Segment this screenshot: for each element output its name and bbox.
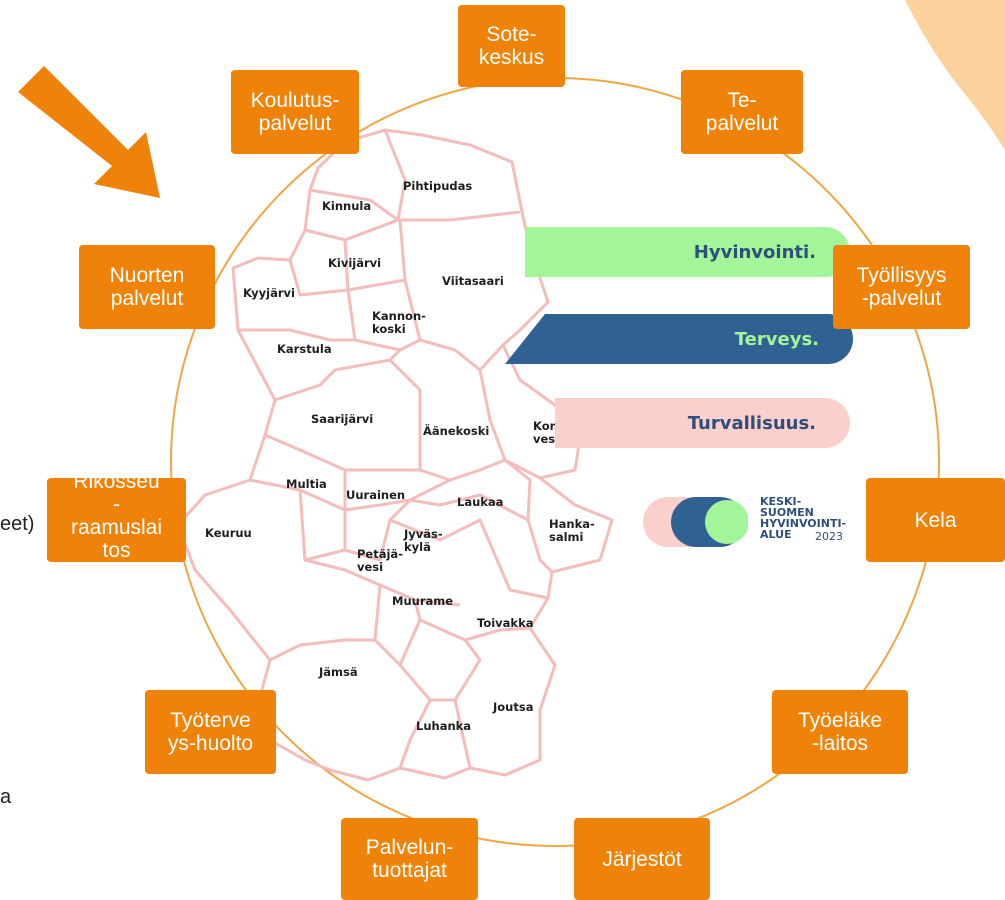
tyoelakelaitos-label: Työeläke -laitos (797, 709, 883, 755)
nuorten-palvelut-label: Nuorten palvelut (109, 264, 185, 310)
municipality-label-jamsa: Jämsä (319, 665, 358, 679)
municipality-label-saarijarvi: Saarijärvi (311, 412, 374, 426)
municipality-label-muurame: Muurame (392, 594, 454, 608)
municipality-label-petajavesi: Petäjä- vesi (357, 547, 403, 574)
turvallisuus-bar: Turvallisuus. (555, 398, 850, 448)
municipality-map (176, 128, 614, 782)
koulutus-palvelut-label: Koulutus- palvelut (250, 89, 340, 135)
kela-box: Kela (866, 478, 1005, 562)
municipality-label-jyvaskyla: Jyväs- kylä (404, 527, 443, 554)
koulutus-palvelut-box: Koulutus- palvelut (231, 70, 359, 154)
sote-keskus-label: Sote- keskus (478, 23, 545, 69)
municipality-label-hankasalmi: Hanka- salmi (549, 517, 595, 544)
municipality-label-kyyjarvi: Kyyjärvi (243, 286, 295, 300)
logo-wordmark: KESKI- SUOMEN HYVINVOINTI- ALUE (760, 495, 847, 541)
municipality-label-kivijarvi: Kivijärvi (328, 256, 382, 270)
municipality-label-joutsa: Joutsa (493, 700, 534, 714)
turvallisuus-label: Turvallisuus. (687, 412, 816, 434)
municipality-label-uurainen: Uurainen (346, 488, 406, 502)
rikosseuraamuslaitos-box: Rikosseu - raamuslai tos (47, 478, 186, 562)
toggle-logo-icon (643, 497, 748, 547)
municipality-label-toivakka: Toivakka (477, 616, 534, 630)
te-palvelut-label: Te- palvelut (705, 89, 779, 135)
palveluntuottajat-box: Palvelun- tuottajat (341, 818, 478, 900)
sote-keskus-box: Sote- keskus (458, 5, 565, 87)
rikosseuraamuslaitos-label: Rikosseu - raamuslai tos (70, 478, 163, 562)
tyoterveyshuolto-label: Työterve ys-huolto (167, 709, 254, 755)
terveys-bar: Terveys. (505, 314, 853, 364)
nuorten-palvelut-box: Nuorten palvelut (79, 245, 215, 329)
municipality-label-kinnula: Kinnula (322, 199, 372, 213)
kela-label: Kela (914, 508, 957, 532)
municipality-label-viitasaari: Viitasaari (442, 274, 504, 288)
municipality-label-keuruu: Keuruu (205, 526, 252, 540)
left-cut-text: eet) (0, 513, 35, 535)
arrow-down-right-icon (18, 66, 160, 198)
tyoterveyshuolto-box: Työterve ys-huolto (145, 690, 276, 774)
municipality-label-multia: Multia (286, 477, 327, 491)
municipality-label-kannonkoski: Kannon- koski (372, 309, 426, 336)
palveluntuottajat-label: Palvelun- tuottajat (365, 836, 454, 882)
municipality-label-laukaa: Laukaa (457, 495, 504, 509)
tyoelakelaitos-box: Työeläke -laitos (772, 690, 908, 774)
municipality-label-karstula: Karstula (277, 342, 332, 356)
hyvinvointi-label: Hyvinvointi. (693, 241, 816, 263)
jarjestot-box: Järjestöt (574, 818, 710, 900)
corner-decoration (905, 0, 1005, 150)
hyvinvointi-bar: Hyvinvointi. (525, 227, 850, 277)
municipality-label-aanekoski: Äänekoski (423, 424, 490, 438)
municipality-label-pihtipudas: Pihtipudas (403, 179, 473, 193)
terveys-label: Terveys. (734, 328, 819, 350)
jarjestot-label: Järjestöt (602, 847, 682, 871)
bottom-left-cut-text: a (0, 786, 12, 808)
te-palvelut-box: Te- palvelut (681, 70, 803, 154)
tyollisyys-palvelut-label: Työllisyys -palvelut (856, 264, 947, 310)
tyollisyys-palvelut-box: Työllisyys -palvelut (833, 245, 970, 329)
municipality-label-luhanka: Luhanka (416, 719, 472, 733)
logo-year: 2023 (815, 530, 843, 543)
